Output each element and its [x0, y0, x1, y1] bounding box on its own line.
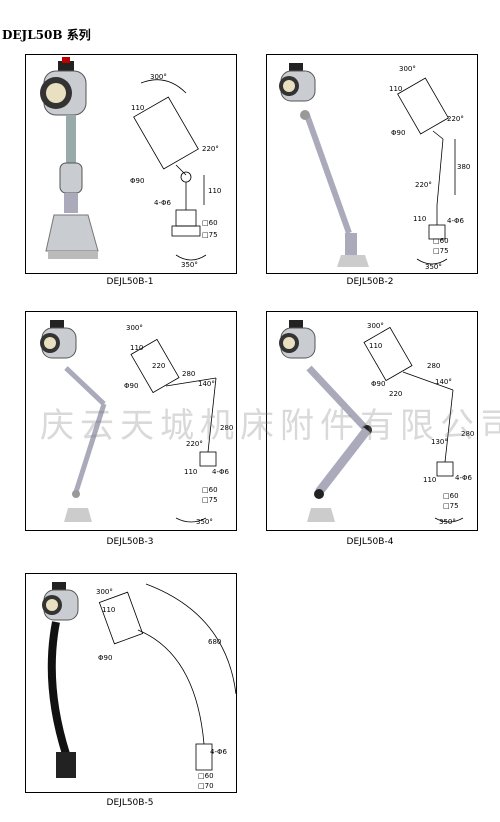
dim-arm-lower: 280: [461, 430, 474, 438]
dim-length: 110: [369, 342, 382, 350]
dim-angle-upper: 140°: [198, 380, 215, 388]
dim-rotation: 350°: [439, 518, 456, 526]
series-title: DEJL50B 系列: [2, 28, 91, 42]
dim-height: 110: [413, 215, 426, 223]
dim-length: 110: [130, 344, 143, 352]
dim-diameter: Φ90: [98, 654, 112, 662]
dim-angle-joint: 220°: [447, 115, 464, 123]
dim-length: 110: [389, 85, 402, 93]
lamp-drawing-5: 300° 110 Φ90 680 4-Φ6 □60 □70: [42, 582, 236, 790]
lamp-drawing-1: 300° 110 220° Φ90 110 4-Φ6 □60 □75 350°: [40, 57, 221, 269]
dim-joint: 220: [152, 362, 165, 370]
dim-holes: 4-Φ6: [212, 468, 229, 476]
caption-1: DEJL50B-1: [106, 277, 154, 287]
dim-base-outer: □75: [202, 496, 218, 504]
dim-diameter: Φ90: [391, 129, 405, 137]
dim-angle-lower: 220°: [186, 440, 203, 448]
dim-arm-upper: 280: [182, 370, 195, 378]
dim-rotation: 350°: [196, 518, 213, 526]
dim-angle-lower: 220°: [415, 181, 432, 189]
panel-dejl50b-5: 300° 110 Φ90 680 4-Φ6 □60 □70: [25, 573, 237, 793]
dim-base-inner: □60: [202, 486, 218, 494]
caption-3: DEJL50B-3: [106, 537, 154, 547]
dim-arm-upper: 280: [427, 362, 440, 370]
dim-angle-joint: 220°: [202, 145, 219, 153]
dim-angle-top: 300°: [367, 322, 384, 330]
dim-joint: 220: [389, 390, 402, 398]
caption-4: DEJL50B-4: [346, 537, 394, 547]
dim-base-outer: □70: [198, 782, 214, 790]
dim-angle-upper: 140°: [435, 378, 452, 386]
caption-5: DEJL50B-5: [106, 798, 154, 808]
panel-dejl50b-2: 300° 110 220° Φ90 380 220° 110 4-Φ6 □60 …: [266, 54, 478, 274]
panel-dejl50b-1: 300° 110 220° Φ90 110 4-Φ6 □60 □75 350°: [25, 54, 237, 274]
dim-holes: 4-Φ6: [154, 199, 171, 207]
dim-height: 110: [208, 187, 221, 195]
dim-diameter: Φ90: [124, 382, 138, 390]
dim-base-inner: □60: [443, 492, 459, 500]
dim-base-outer: □75: [202, 231, 218, 239]
panel-dejl50b-3: 300° 110 220 Φ90 280 140° 220° 280 110 4…: [25, 311, 237, 531]
dim-diameter: Φ90: [371, 380, 385, 388]
dim-height: 110: [184, 468, 197, 476]
dim-arm-lower: 280: [220, 424, 233, 432]
caption-2: DEJL50B-2: [346, 277, 394, 287]
dim-base-outer: □75: [433, 247, 449, 255]
dim-angle-lower: 130°: [431, 438, 448, 446]
dim-angle-top: 300°: [399, 65, 416, 73]
dim-length: 110: [131, 104, 144, 112]
dim-angle-top: 300°: [96, 588, 113, 596]
dim-flex-length: 680: [208, 638, 221, 646]
dim-angle-top: 300°: [150, 73, 167, 81]
dim-arm-length: 380: [457, 163, 470, 171]
dim-holes: 4-Φ6: [210, 748, 227, 756]
dim-diameter: Φ90: [130, 177, 144, 185]
lamp-drawing-4: 300° 110 280 Φ90 220 140° 130° 280 110 4…: [279, 320, 474, 526]
dim-length: 110: [102, 606, 115, 614]
dim-base-inner: □60: [198, 772, 214, 780]
dim-rotation: 350°: [425, 263, 442, 271]
dim-holes: 4-Φ6: [455, 474, 472, 482]
dim-holes: 4-Φ6: [447, 217, 464, 225]
dim-base-inner: □60: [433, 237, 449, 245]
dim-height: 110: [423, 476, 436, 484]
dim-base-inner: □60: [202, 219, 218, 227]
lamp-drawing-2: 300° 110 220° Φ90 380 220° 110 4-Φ6 □60 …: [279, 63, 470, 271]
panel-dejl50b-4: 300° 110 280 Φ90 220 140° 130° 280 110 4…: [266, 311, 478, 531]
dim-angle-top: 300°: [126, 324, 143, 332]
dim-base-outer: □75: [443, 502, 459, 510]
lamp-drawing-3: 300° 110 220 Φ90 280 140° 220° 280 110 4…: [40, 320, 233, 526]
dim-rotation: 350°: [181, 261, 198, 269]
